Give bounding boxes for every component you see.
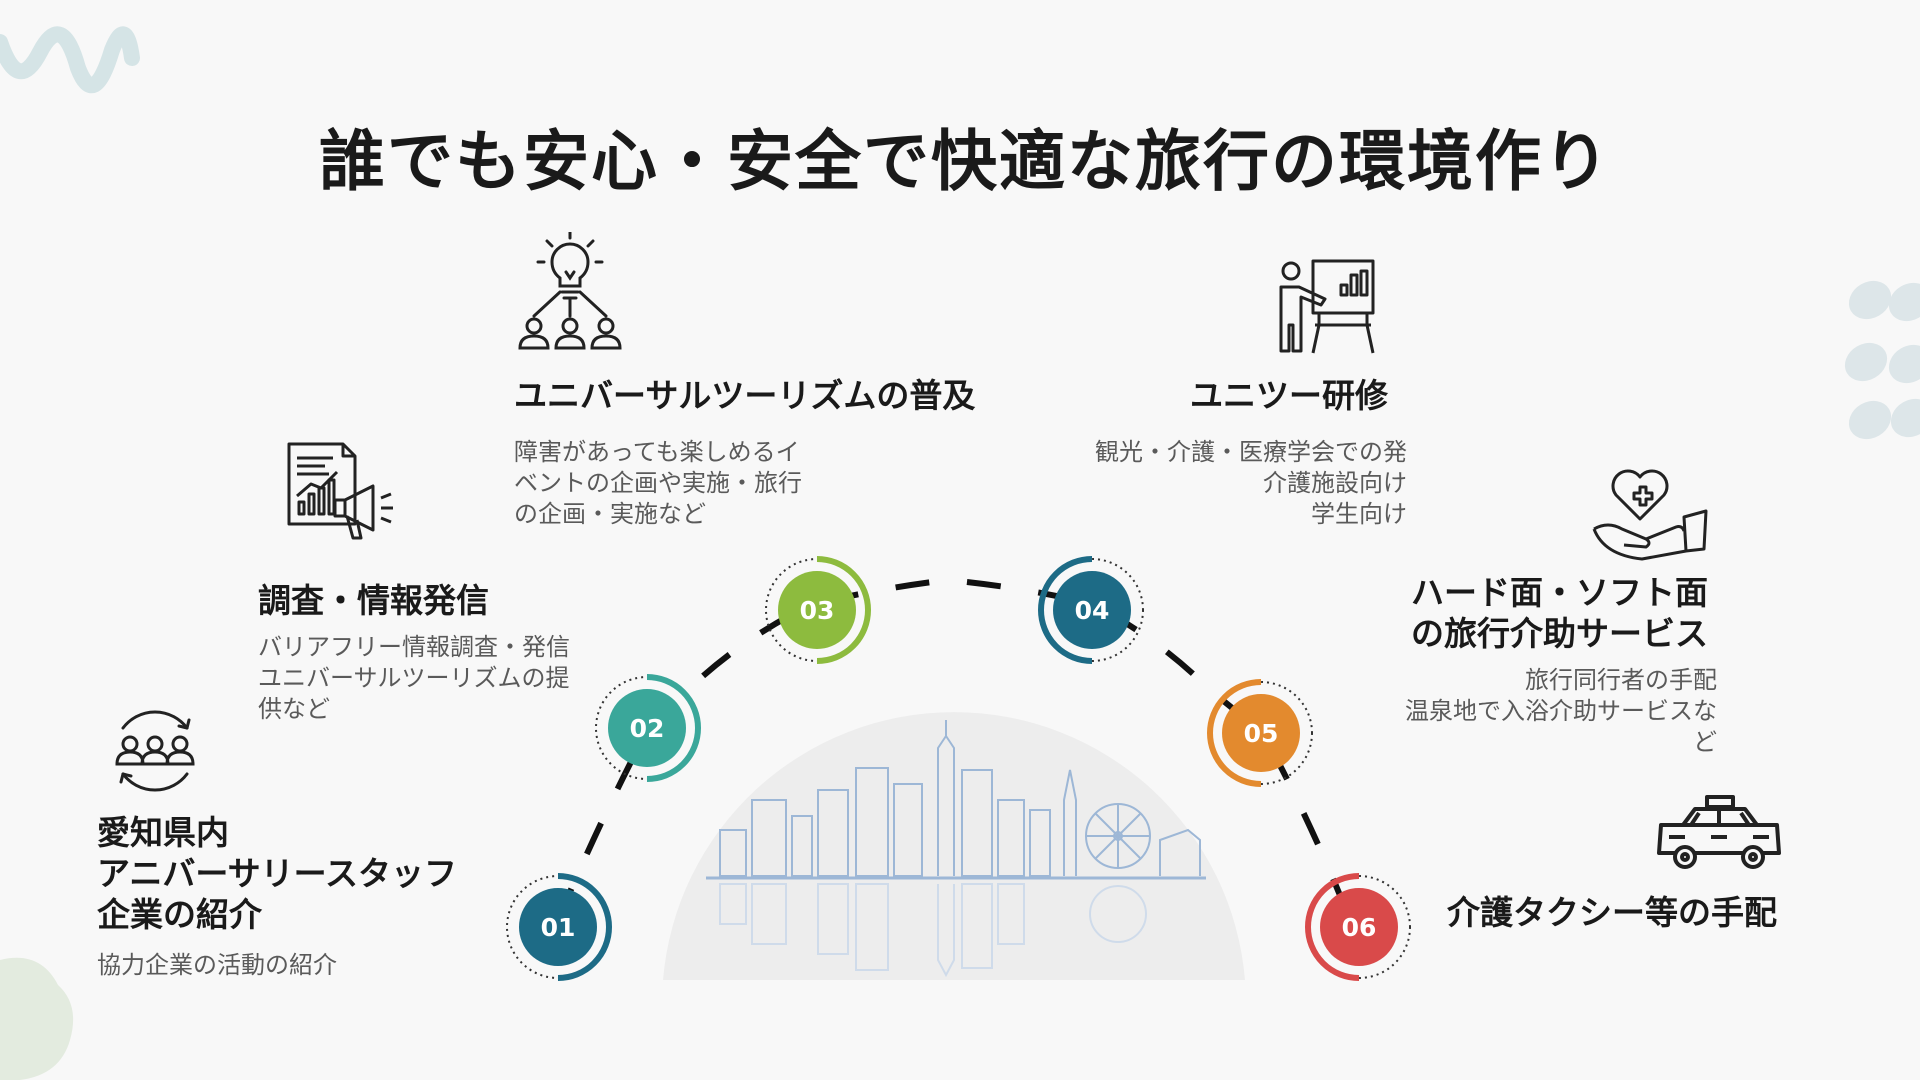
report-megaphone-icon	[287, 442, 393, 540]
step-06-heading: 介護タクシー等の手配	[1447, 892, 1777, 933]
presentation-icon	[1279, 259, 1375, 354]
step-03-desc-line-3: の企画・実施など	[514, 500, 706, 528]
step-04-ring	[1038, 556, 1144, 664]
step-01-marker: 01	[503, 872, 613, 982]
people-cycle-icon	[115, 710, 195, 792]
step-02-desc-line-1: バリアフリー情報調査・発信	[258, 633, 570, 661]
step-04-desc-line-2: 介護施設向け	[1263, 469, 1407, 497]
page-title: 誰でも安心・安全で快適な旅行の環境作り	[319, 123, 1611, 200]
step-04-desc-line-3: 学生向け	[1311, 500, 1407, 528]
step-04-desc-line-1: 観光・介護・医療学会での発	[1095, 438, 1407, 466]
step-03-marker: 03	[762, 555, 872, 665]
step-03-number: 03	[778, 571, 856, 649]
step-01-heading-line-2: アニバーサリースタッフ	[97, 854, 458, 893]
step-04-marker: 04	[1037, 555, 1147, 665]
step-03-heading-line-1: ユニバーサルツーリズムの普及	[514, 376, 976, 415]
step-05-heading: ハード面・ソフト面 の旅行介助サービス	[1411, 572, 1708, 654]
step-02-heading-line-1: 調査・情報発信	[258, 581, 489, 620]
step-05-heading-line-1: ハード面・ソフト面	[1411, 573, 1708, 612]
step-03-description: 障害があっても楽しめるイ ベントの企画や実施・旅行 の企画・実施など	[514, 437, 802, 530]
step-06-marker: 06	[1304, 872, 1414, 982]
step-01-description: 協力企業の活動の紹介	[97, 950, 337, 981]
squiggle-decoration	[0, 26, 140, 94]
dots-decoration	[1844, 280, 1920, 440]
step-02-ring	[595, 674, 701, 782]
step-02-desc-line-2: ユニバーサルツーリズムの提	[258, 664, 570, 692]
step-01-heading: 愛知県内 アニバーサリースタッフ 企業の紹介	[97, 812, 457, 935]
step-01-ring	[506, 873, 612, 981]
step-01-desc-line-1: 協力企業の活動の紹介	[97, 951, 337, 979]
step-01-number: 01	[519, 888, 597, 966]
step-02-marker: 02	[592, 673, 702, 783]
step-05-desc-line-2: 温泉地で入浴介助サービスな	[1405, 697, 1717, 725]
taxi-icon	[1657, 795, 1781, 869]
step-05-marker: 05	[1206, 678, 1316, 788]
step-03-heading: ユニバーサルツーリズムの普及	[514, 375, 975, 416]
step-03-ring	[765, 556, 871, 664]
city-skyline-illustration	[663, 712, 1245, 980]
step-04-number: 04	[1053, 571, 1131, 649]
step-02-desc-line-3: 供など	[258, 695, 330, 723]
step-05-desc-line-1: 旅行同行者の手配	[1525, 666, 1717, 694]
blob-decoration	[0, 957, 74, 1080]
step-05-number: 05	[1222, 694, 1300, 772]
step-04-heading: ユニツー研修	[1190, 375, 1388, 416]
step-01-heading-line-1: 愛知県内	[97, 813, 229, 852]
step-05-desc-line-3: ど	[1693, 728, 1717, 756]
idea-network-icon	[518, 232, 622, 350]
step-03-desc-line-1: 障害があっても楽しめるイ	[514, 438, 800, 466]
step-05-heading-line-2: の旅行介助サービス	[1411, 614, 1708, 653]
step-06-heading-line-1: 介護タクシー等の手配	[1447, 893, 1777, 932]
heart-hand-care-icon	[1592, 469, 1708, 561]
step-03-desc-line-2: ベントの企画や実施・旅行	[514, 469, 802, 497]
step-04-heading-line-1: ユニツー研修	[1190, 376, 1388, 415]
step-05-description: 旅行同行者の手配 温泉地で入浴介助サービスな ど	[1405, 665, 1717, 758]
step-02-number: 02	[608, 689, 686, 767]
step-02-heading: 調査・情報発信	[258, 580, 489, 621]
step-04-description: 観光・介護・医療学会での発 介護施設向け 学生向け	[1095, 437, 1407, 530]
step-02-description: バリアフリー情報調査・発信 ユニバーサルツーリズムの提 供など	[258, 632, 570, 725]
step-06-ring	[1305, 873, 1411, 981]
step-05-ring	[1207, 679, 1313, 787]
step-06-number: 06	[1320, 888, 1398, 966]
step-01-heading-line-3: 企業の紹介	[97, 895, 262, 934]
